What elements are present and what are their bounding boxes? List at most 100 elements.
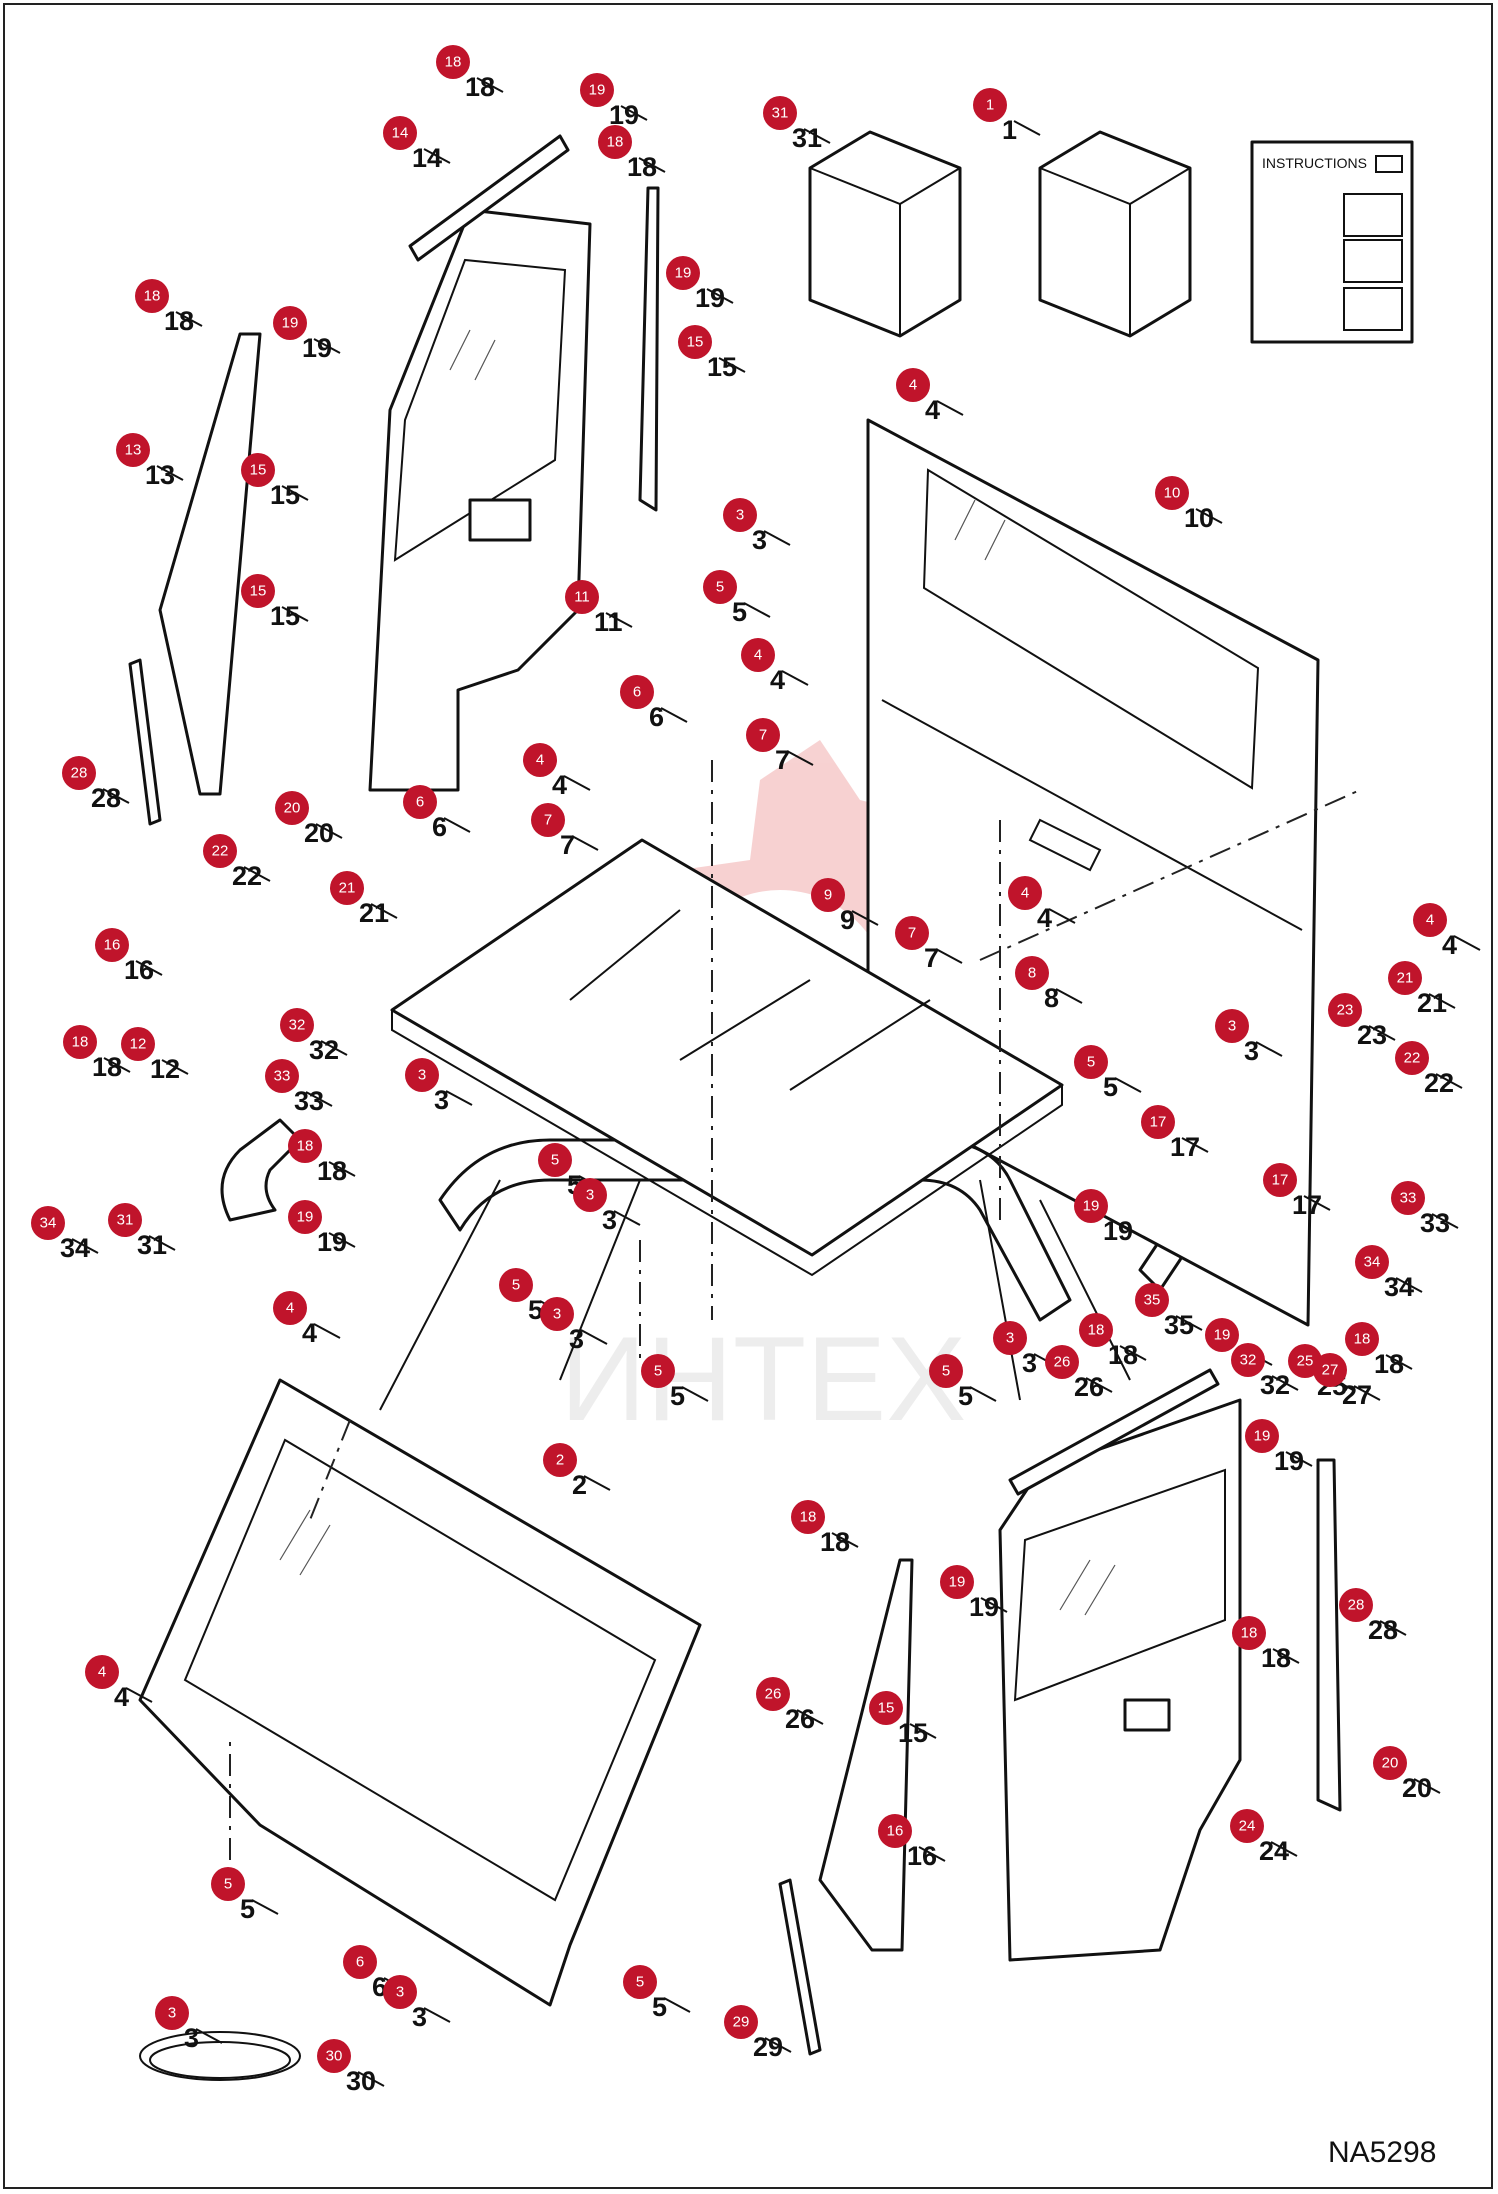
callout-badge[interactable]: 1 xyxy=(973,88,1007,122)
callout-badge[interactable]: 3 xyxy=(155,1996,189,2030)
callout-badge[interactable]: 19 xyxy=(666,256,700,290)
callout-badge[interactable]: 26 xyxy=(756,1677,790,1711)
callout-badge[interactable]: 19 xyxy=(273,306,307,340)
callout-badge[interactable]: 31 xyxy=(763,96,797,130)
callout-badge-label: 18 xyxy=(1241,1625,1258,1642)
callout-badge[interactable]: 5 xyxy=(211,1867,245,1901)
callout-badge[interactable]: 24 xyxy=(1230,1809,1264,1843)
callout-leader xyxy=(328,1161,356,1177)
callout-number: 3 xyxy=(434,1085,449,1115)
callout-badge[interactable]: 35 xyxy=(1135,1283,1169,1317)
callout-leader xyxy=(605,612,633,628)
callout-number: 28 xyxy=(91,783,121,813)
callout-badge[interactable]: 18 xyxy=(1232,1616,1266,1650)
callout-badge[interactable]: 19 xyxy=(1245,1419,1279,1453)
callout-badge[interactable]: 15 xyxy=(241,453,275,487)
callout-badge[interactable]: 23 xyxy=(1328,993,1362,1027)
callout-badge[interactable]: 18 xyxy=(436,45,470,79)
callout-badge[interactable]: 11 xyxy=(565,580,599,614)
callout-badge[interactable]: 3 xyxy=(405,1058,439,1092)
callout-badge[interactable]: 4 xyxy=(1008,876,1042,910)
callout-badge[interactable]: 34 xyxy=(31,1206,65,1240)
callout-badge[interactable]: 15 xyxy=(241,574,275,608)
callout-badge[interactable]: 19 xyxy=(580,73,614,107)
callout-badge[interactable]: 17 xyxy=(1141,1105,1175,1139)
callout-badge[interactable]: 7 xyxy=(895,916,929,950)
callout-badge[interactable]: 22 xyxy=(203,834,237,868)
callout-badge[interactable]: 19 xyxy=(1205,1318,1239,1352)
callout-badge[interactable]: 7 xyxy=(746,718,780,752)
callout-badge[interactable]: 32 xyxy=(1231,1343,1265,1377)
callout-badge[interactable]: 5 xyxy=(929,1354,963,1388)
callout-badge[interactable]: 28 xyxy=(62,756,96,790)
callout-badge-circle xyxy=(703,570,737,604)
callout-badge[interactable]: 18 xyxy=(1079,1313,1113,1347)
callout-badge[interactable]: 19 xyxy=(288,1200,322,1234)
callout-badge[interactable]: 27 xyxy=(1313,1353,1347,1387)
callout-badge[interactable]: 2 xyxy=(543,1443,577,1477)
callout-badge[interactable]: 19 xyxy=(1074,1189,1108,1223)
callout-badge[interactable]: 18 xyxy=(1345,1322,1379,1356)
callout-badge[interactable]: 6 xyxy=(403,785,437,819)
callout-badge[interactable]: 32 xyxy=(280,1008,314,1042)
callout-badge[interactable]: 16 xyxy=(878,1814,912,1848)
callout-badge[interactable]: 20 xyxy=(1373,1746,1407,1780)
callout-badge[interactable]: 4 xyxy=(85,1655,119,1689)
callout-badge[interactable]: 34 xyxy=(1355,1245,1389,1279)
callout-badge[interactable]: 12 xyxy=(121,1027,155,1061)
right-door-23 xyxy=(998,1398,1242,1962)
callout-badge[interactable]: 3 xyxy=(993,1321,1027,1355)
callout-badge[interactable]: 22 xyxy=(1395,1041,1429,1075)
callout-badge[interactable]: 18 xyxy=(63,1025,97,1059)
callout-badge[interactable]: 14 xyxy=(383,116,417,150)
callout-badge[interactable]: 5 xyxy=(623,1965,657,1999)
callout-badge[interactable]: 30 xyxy=(317,2039,351,2073)
callout-badge[interactable]: 33 xyxy=(1391,1181,1425,1215)
callout-badge[interactable]: 6 xyxy=(343,1945,377,1979)
callout-badge[interactable]: 15 xyxy=(869,1691,903,1725)
callout-badge[interactable]: 21 xyxy=(330,871,364,905)
callout-badge[interactable]: 20 xyxy=(275,791,309,825)
callout-badge[interactable]: 3 xyxy=(573,1178,607,1212)
callout-badge[interactable]: 5 xyxy=(538,1143,572,1177)
callout-badge[interactable]: 3 xyxy=(723,498,757,532)
callout-badge[interactable]: 5 xyxy=(641,1354,675,1388)
callout-badge[interactable]: 13 xyxy=(116,433,150,467)
callout-badge[interactable]: 10 xyxy=(1155,476,1189,510)
callout-badge[interactable]: 15 xyxy=(678,325,712,359)
callout-badge[interactable]: 26 xyxy=(1045,1345,1079,1379)
callout-badge[interactable]: 4 xyxy=(1413,903,1447,937)
callout-badge[interactable]: 3 xyxy=(1215,1009,1249,1043)
callout-badge[interactable]: 5 xyxy=(499,1268,533,1302)
callout-badge[interactable]: 18 xyxy=(791,1500,825,1534)
callout-badge[interactable]: 17 xyxy=(1263,1163,1297,1197)
callout-badge[interactable]: 3 xyxy=(540,1297,574,1331)
callout-badge-circle xyxy=(811,878,845,912)
callout-badge[interactable]: 18 xyxy=(135,279,169,313)
callout-badge[interactable]: 19 xyxy=(940,1565,974,1599)
callout-badge[interactable]: 18 xyxy=(598,125,632,159)
callout-badge-label: 17 xyxy=(1272,1172,1289,1189)
callout-badge[interactable]: 9 xyxy=(811,878,845,912)
callout-badge[interactable]: 5 xyxy=(1074,1045,1108,1079)
callout-badge[interactable]: 29 xyxy=(724,2005,758,2039)
callout-number: 18 xyxy=(1374,1349,1404,1379)
callout-badge[interactable]: 4 xyxy=(273,1291,307,1325)
callout-badge[interactable]: 8 xyxy=(1015,956,1049,990)
callout-badge-label: 3 xyxy=(586,1187,594,1204)
callout-badge[interactable]: 4 xyxy=(741,638,775,672)
callout-badge[interactable]: 7 xyxy=(531,803,565,837)
callout-badge[interactable]: 28 xyxy=(1339,1588,1373,1622)
callout-badge-label: 24 xyxy=(1239,1818,1256,1835)
callout-badge[interactable]: 18 xyxy=(288,1129,322,1163)
callout-badge[interactable]: 16 xyxy=(95,928,129,962)
callout-badge[interactable]: 6 xyxy=(620,675,654,709)
callout-badge[interactable]: 5 xyxy=(703,570,737,604)
callout-badge-label: 15 xyxy=(687,334,704,351)
callout-badge[interactable]: 4 xyxy=(523,743,557,777)
callout-badge[interactable]: 3 xyxy=(383,1975,417,2009)
callout-badge[interactable]: 33 xyxy=(265,1059,299,1093)
callout-badge[interactable]: 21 xyxy=(1388,961,1422,995)
callout-badge[interactable]: 4 xyxy=(896,368,930,402)
callout-badge[interactable]: 31 xyxy=(108,1203,142,1237)
